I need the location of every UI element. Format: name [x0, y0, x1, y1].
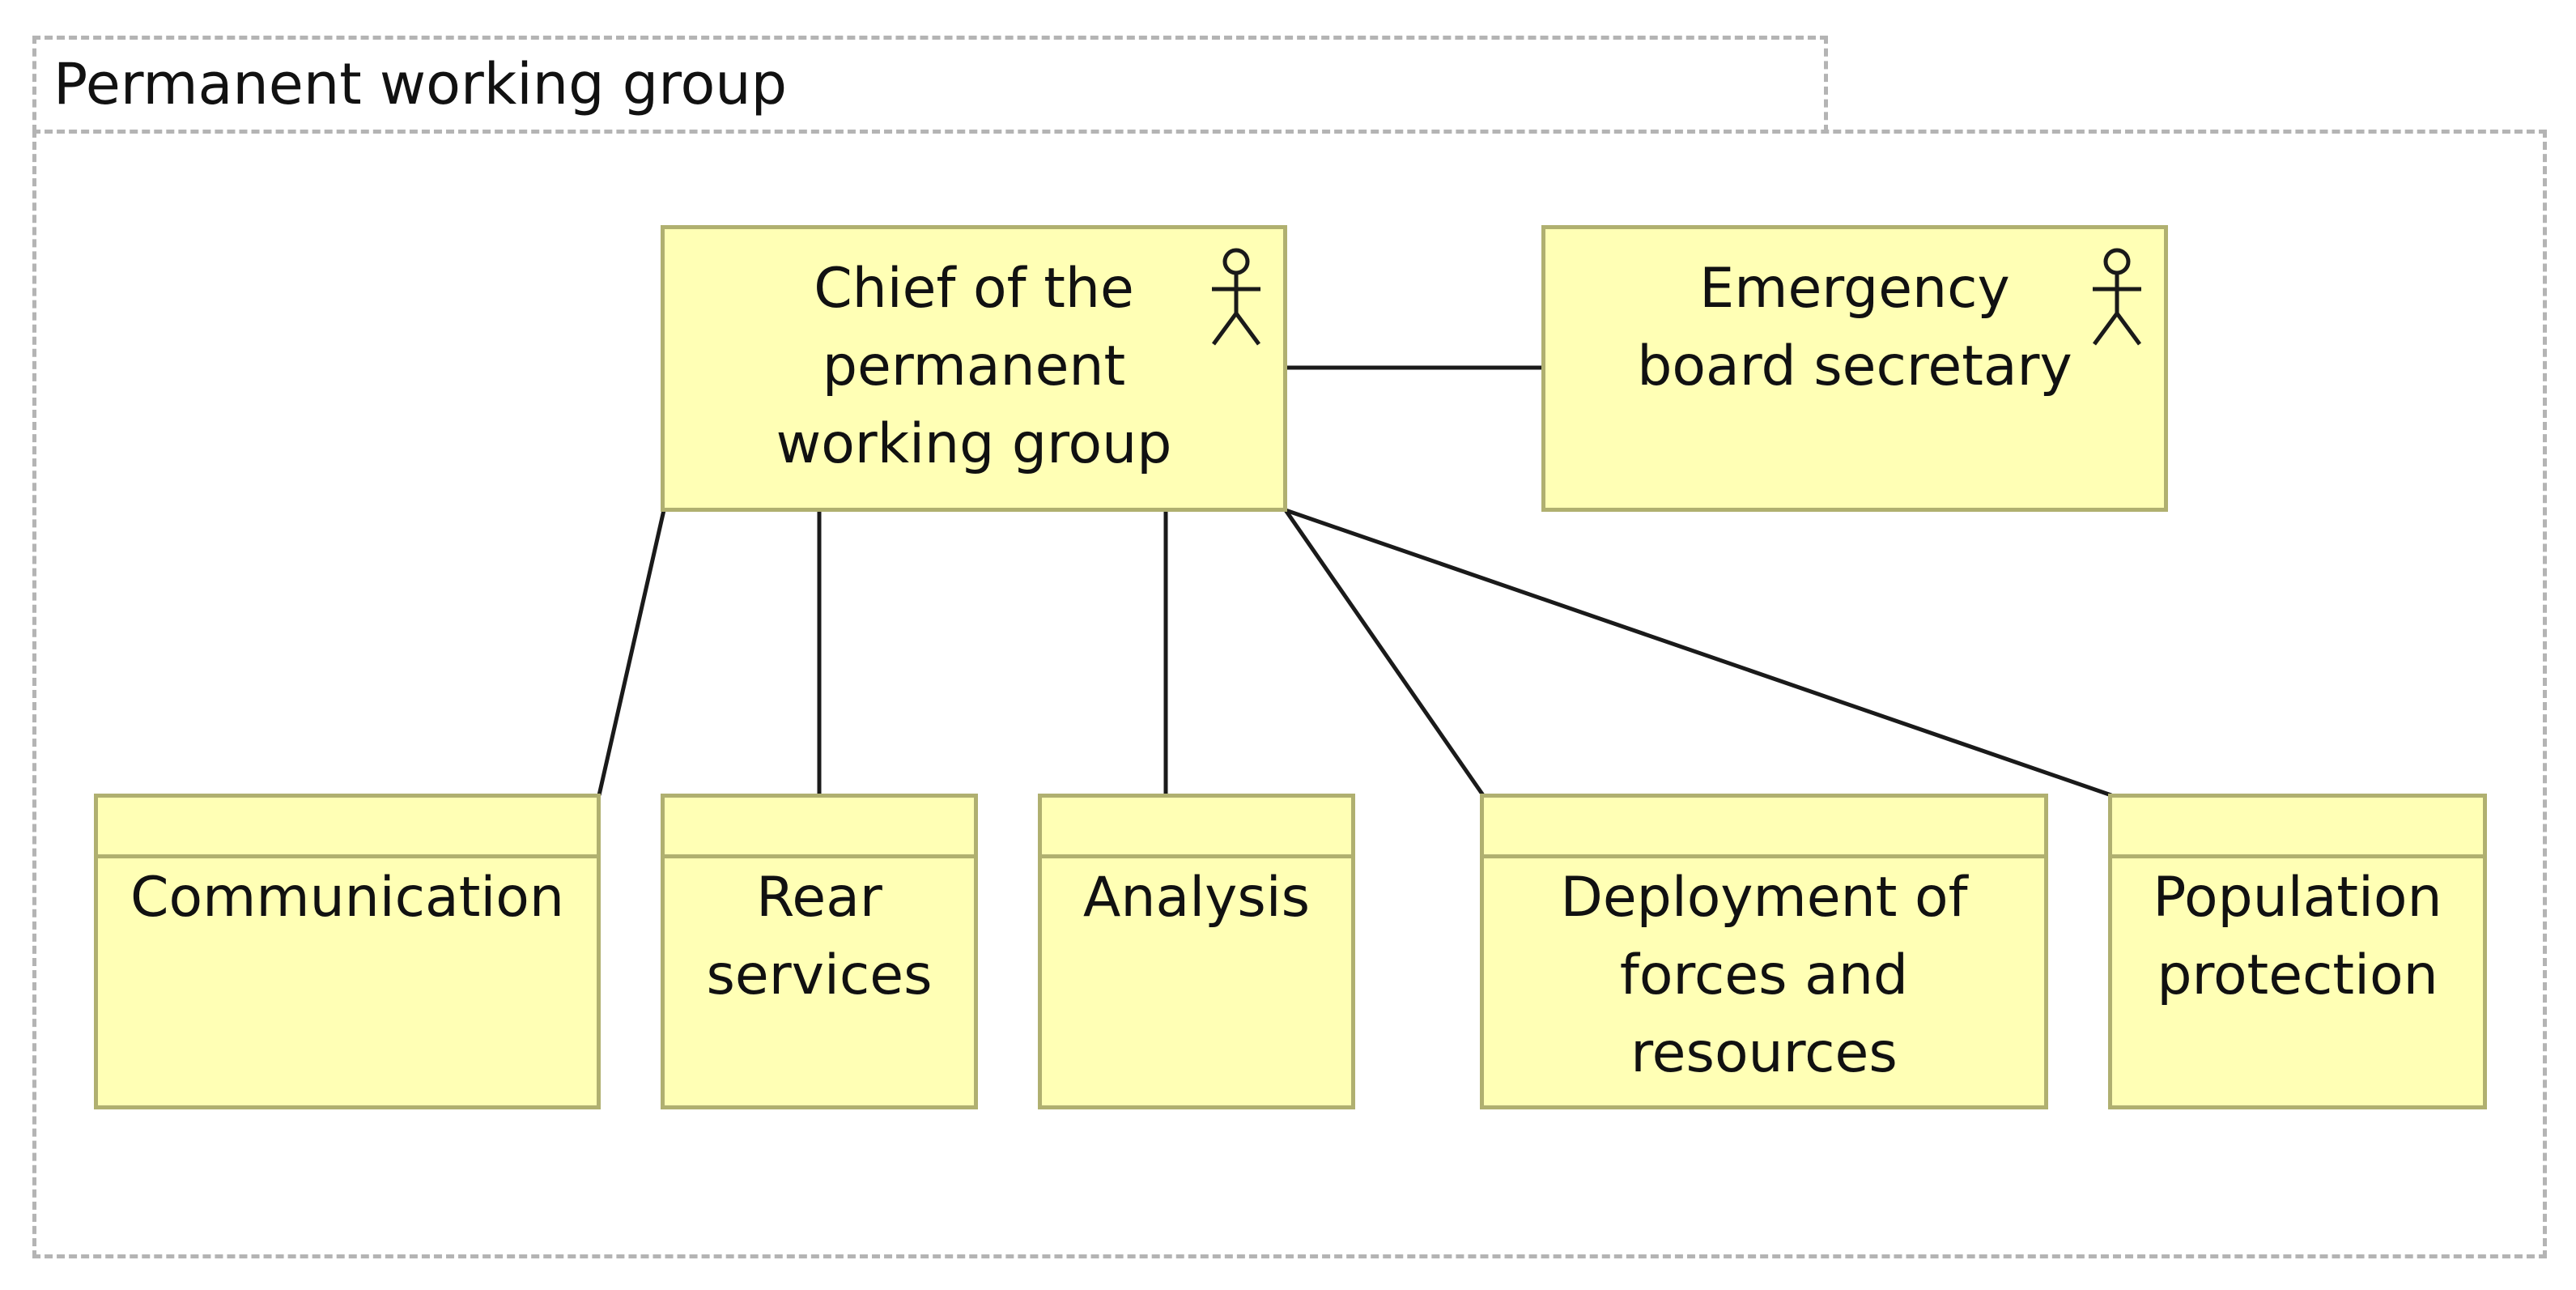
role-header-divider [1042, 854, 1351, 858]
actor-chief[interactable]: Chief of the permanent working group [661, 225, 1287, 512]
actor-secretary-label: Emergency board secretary [1637, 257, 2072, 398]
role-communication[interactable]: Communication [94, 794, 601, 1109]
role-rear-services-label: Rear services [706, 866, 933, 1007]
role-header-divider [2112, 854, 2483, 858]
role-analysis[interactable]: Analysis [1038, 794, 1355, 1109]
role-deployment[interactable]: Deployment of forces and resources [1480, 794, 2048, 1109]
group-label: Permanent working group [53, 51, 788, 117]
role-rear-services[interactable]: Rear services [661, 794, 978, 1109]
role-communication-label: Communication [130, 866, 564, 930]
group-tab [32, 36, 1828, 133]
actor-stick-figure-icon [2092, 248, 2142, 346]
actor-secretary[interactable]: Emergency board secretary [1541, 225, 2168, 512]
connector-chief-communication [597, 509, 666, 796]
role-header-divider [98, 854, 597, 858]
role-header-divider [1484, 854, 2044, 858]
role-deployment-label: Deployment of forces and resources [1560, 866, 1968, 1085]
connector-chief-population [1285, 508, 2112, 798]
role-population-protection[interactable]: Population protection [2108, 794, 2487, 1109]
role-population-protection-label: Population protection [2153, 866, 2442, 1007]
role-analysis-label: Analysis [1082, 866, 1311, 930]
connector-chief-deployment [1283, 509, 1486, 797]
actor-stick-figure-icon [1211, 248, 1261, 346]
role-header-divider [665, 854, 974, 858]
actor-chief-label: Chief of the permanent working group [776, 257, 1172, 476]
